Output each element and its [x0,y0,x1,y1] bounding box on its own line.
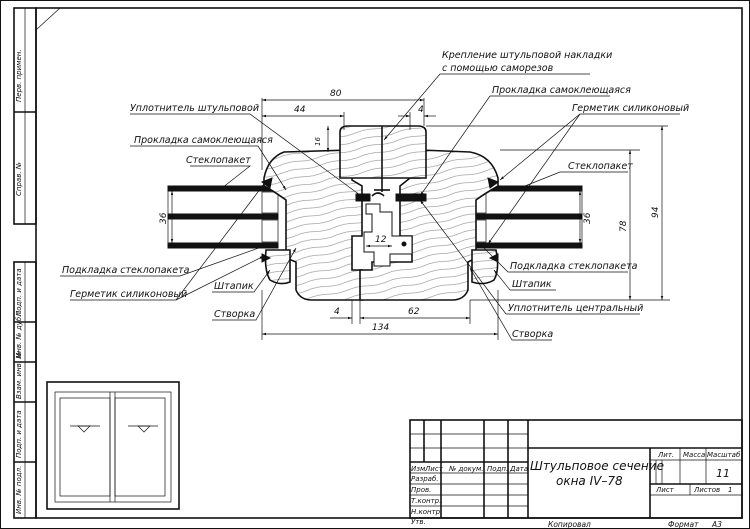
tb-data: Дата [509,465,528,473]
label-fastening-line1: Крепление штульповой накладки [442,50,612,61]
title-block: Изм Лист № докум. Подп. Дата Разраб. Про… [409,419,743,526]
dim-4-bottom: 4 [334,307,340,317]
tb-podp: Подп. [487,465,508,473]
tb-izm: Изм [411,465,426,473]
label-sash-left: Створка [214,309,255,320]
format-label: Формат [668,520,699,529]
dim-12: 12 [375,235,387,245]
dim-80: 80 [330,89,342,99]
label-seal-central: Уплотнитель центральный [508,303,643,314]
tb-sheet-number: 11 [716,467,730,480]
stamp-sprav: Справ. № [15,162,23,196]
label-silicone-right-top: Герметик силиконовый [572,103,689,114]
title-line-2: окна IV–78 [556,474,623,488]
stamp-podp-data-1: Подп. и дата [15,268,23,316]
tb-prov: Пров. [411,486,431,494]
label-underlay-right: Подкладка стеклопакета [510,261,638,272]
stamp-inv-dubl: Инв. № дубл. [15,310,23,358]
label-gasket-self-right: Прокладка самоклеющаяся [492,85,631,96]
glass-unit-left [167,185,279,249]
label-glass-right: Стеклопакет [568,161,633,172]
shtulp-overlay [339,125,427,179]
callout-labels: Крепление штульповой накладки с помощью … [62,50,689,340]
label-glass-left: Стеклопакет [186,155,251,166]
dim-44: 44 [294,105,306,115]
window-thumbnail [46,381,180,510]
tb-list-bottom: Лист [655,486,675,494]
label-bead-left: Штапик [214,281,254,292]
label-bead-right: Штапик [512,279,552,290]
label-seal-shtulp: Уплотнитель штульповой [130,103,259,114]
dim-94: 94 [651,206,661,218]
title-line-1: Штульповое сечение [530,459,664,473]
tb-massa: Масса [683,451,705,459]
label-underlay-left: Подкладка стеклопакета [62,265,190,276]
label-fastening-line2: с помощью саморезов [442,63,554,74]
format-value: А3 [711,520,722,529]
stamp-podp-data-2: Подп. и дата [15,410,23,458]
corner-cut [35,7,61,31]
center-connector [363,203,413,267]
tb-n-kontr: Н.контр. [411,508,442,516]
tb-lit: Лит. [657,451,674,459]
dim-78: 78 [619,220,629,232]
bead-left-profile [264,249,291,285]
stamp-inv-podl: Инв. № подл. [15,466,23,514]
tb-masshtab: Масштаб [707,451,741,459]
tb-n-dokum: № докум. [448,465,484,473]
left-stamp-lower: Подп. и дата Инв. № дубл. Взам. инв. № П… [13,261,37,519]
dimensions: 80 44 4 16 36 36 78 94 12 [159,89,670,340]
left-stamp-upper: Перв. примен. Справ. № [13,7,37,225]
dim-16: 16 [314,137,322,146]
tb-listov-value: 1 [728,486,732,494]
dim-36-left: 36 [159,212,169,224]
tb-listov: Листов [693,486,720,494]
tb-list: Лист [424,465,444,473]
tb-razrab: Разраб. [411,475,439,483]
leader-lines [60,73,680,341]
stamp-perv-primen: Перв. примен. [15,49,23,102]
label-gasket-self-left: Прокладка самоклеющаяся [134,135,273,146]
dim-134: 134 [372,323,389,333]
tb-utv: Утв. [411,518,426,526]
label-silicone-left-bottom: Герметик силиконовый [70,289,187,300]
section-drawing [167,125,583,301]
dim-62: 62 [408,307,420,317]
tb-t-kontr: Т.контр. [411,497,441,505]
sash-left-profile [263,149,363,301]
stamp-vzam-inv: Взам. инв. № [15,351,23,399]
dim-36-right: 36 [583,212,593,224]
dim-4-top: 4 [418,105,424,115]
label-sash-right: Створка [512,329,553,340]
copied-label: Копировал [548,520,591,529]
